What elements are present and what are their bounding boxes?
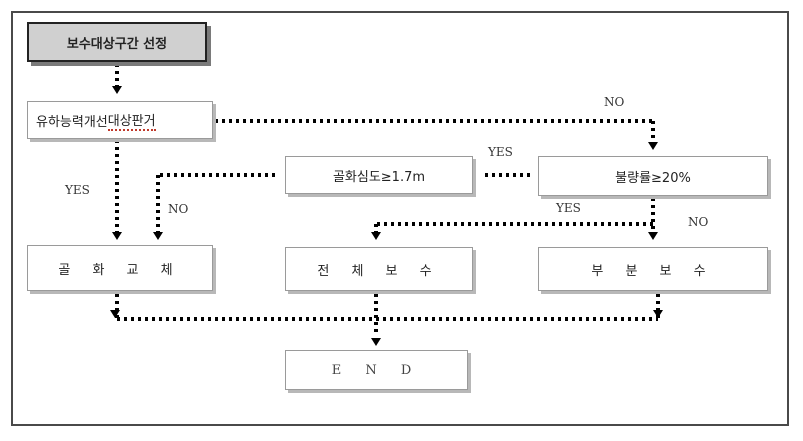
arrowhead (371, 338, 381, 346)
arrowhead (653, 310, 663, 318)
box-improvement-target: 유하능력개선 대상판거 (27, 101, 213, 139)
box-scour-depth-label: 골화심도≥1.7m (332, 169, 426, 185)
box-partial-repair-label: 부 분 보 수 (591, 263, 715, 279)
arrowhead (371, 232, 381, 240)
arrowhead (112, 232, 122, 240)
box-defect-rate: 불량률≥20% (538, 156, 768, 196)
arrowhead (648, 142, 658, 150)
box-select-section: 보수대상구간 선정 (27, 22, 207, 62)
arrowhead (153, 232, 163, 240)
arrowhead (648, 232, 658, 240)
box-improvement-target-prefix: 유하능력개선 (36, 114, 108, 130)
box-replace-label: 골 화 교 체 (58, 262, 182, 278)
box-partial-repair: 부 분 보 수 (538, 247, 768, 291)
box-improvement-target-suffix: 대상판거 (107, 110, 156, 131)
box-scour-depth: 골화심도≥1.7m (285, 156, 473, 194)
label-no-right: NO (688, 215, 709, 229)
box-end: E N D (285, 350, 468, 390)
box-replace: 골 화 교 체 (27, 245, 213, 291)
box-full-repair-label: 전 체 보 수 (317, 263, 441, 279)
label-yes-defect: YES (556, 201, 581, 215)
label-yes-mid: YES (488, 145, 513, 159)
box-defect-rate-label: 불량률≥20% (615, 170, 691, 186)
arrowhead (110, 310, 120, 318)
box-full-repair: 전 체 보 수 (285, 247, 473, 291)
label-no-left: NO (168, 202, 189, 216)
label-yes-left: YES (65, 183, 90, 197)
label-no-top: NO (604, 95, 625, 109)
arrowhead (112, 86, 122, 94)
box-select-section-label: 보수대상구간 선정 (66, 36, 168, 52)
box-end-label: E N D (331, 362, 422, 378)
